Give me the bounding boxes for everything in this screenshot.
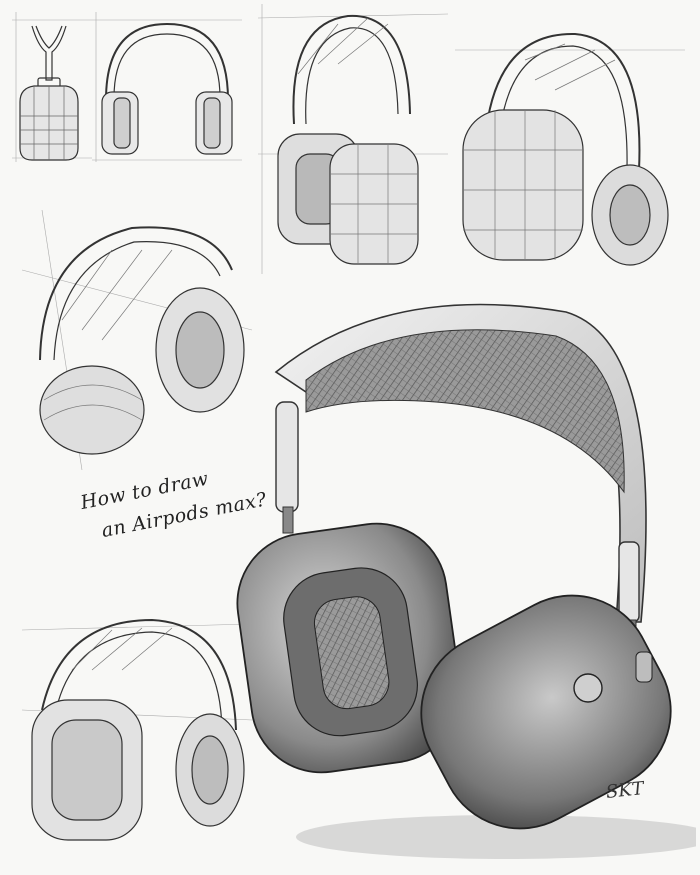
earcup-side-sketch [12,12,92,162]
headphones-three-quarter-sketch [22,210,252,470]
headphones-front-sketch [92,12,242,162]
artist-signature: SKT [605,778,645,803]
headphones-perspective-sketch [258,4,448,274]
headphones-angled-sketch [455,20,685,270]
headphones-main-render [236,292,696,862]
headphones-lower-left-sketch [22,610,252,850]
